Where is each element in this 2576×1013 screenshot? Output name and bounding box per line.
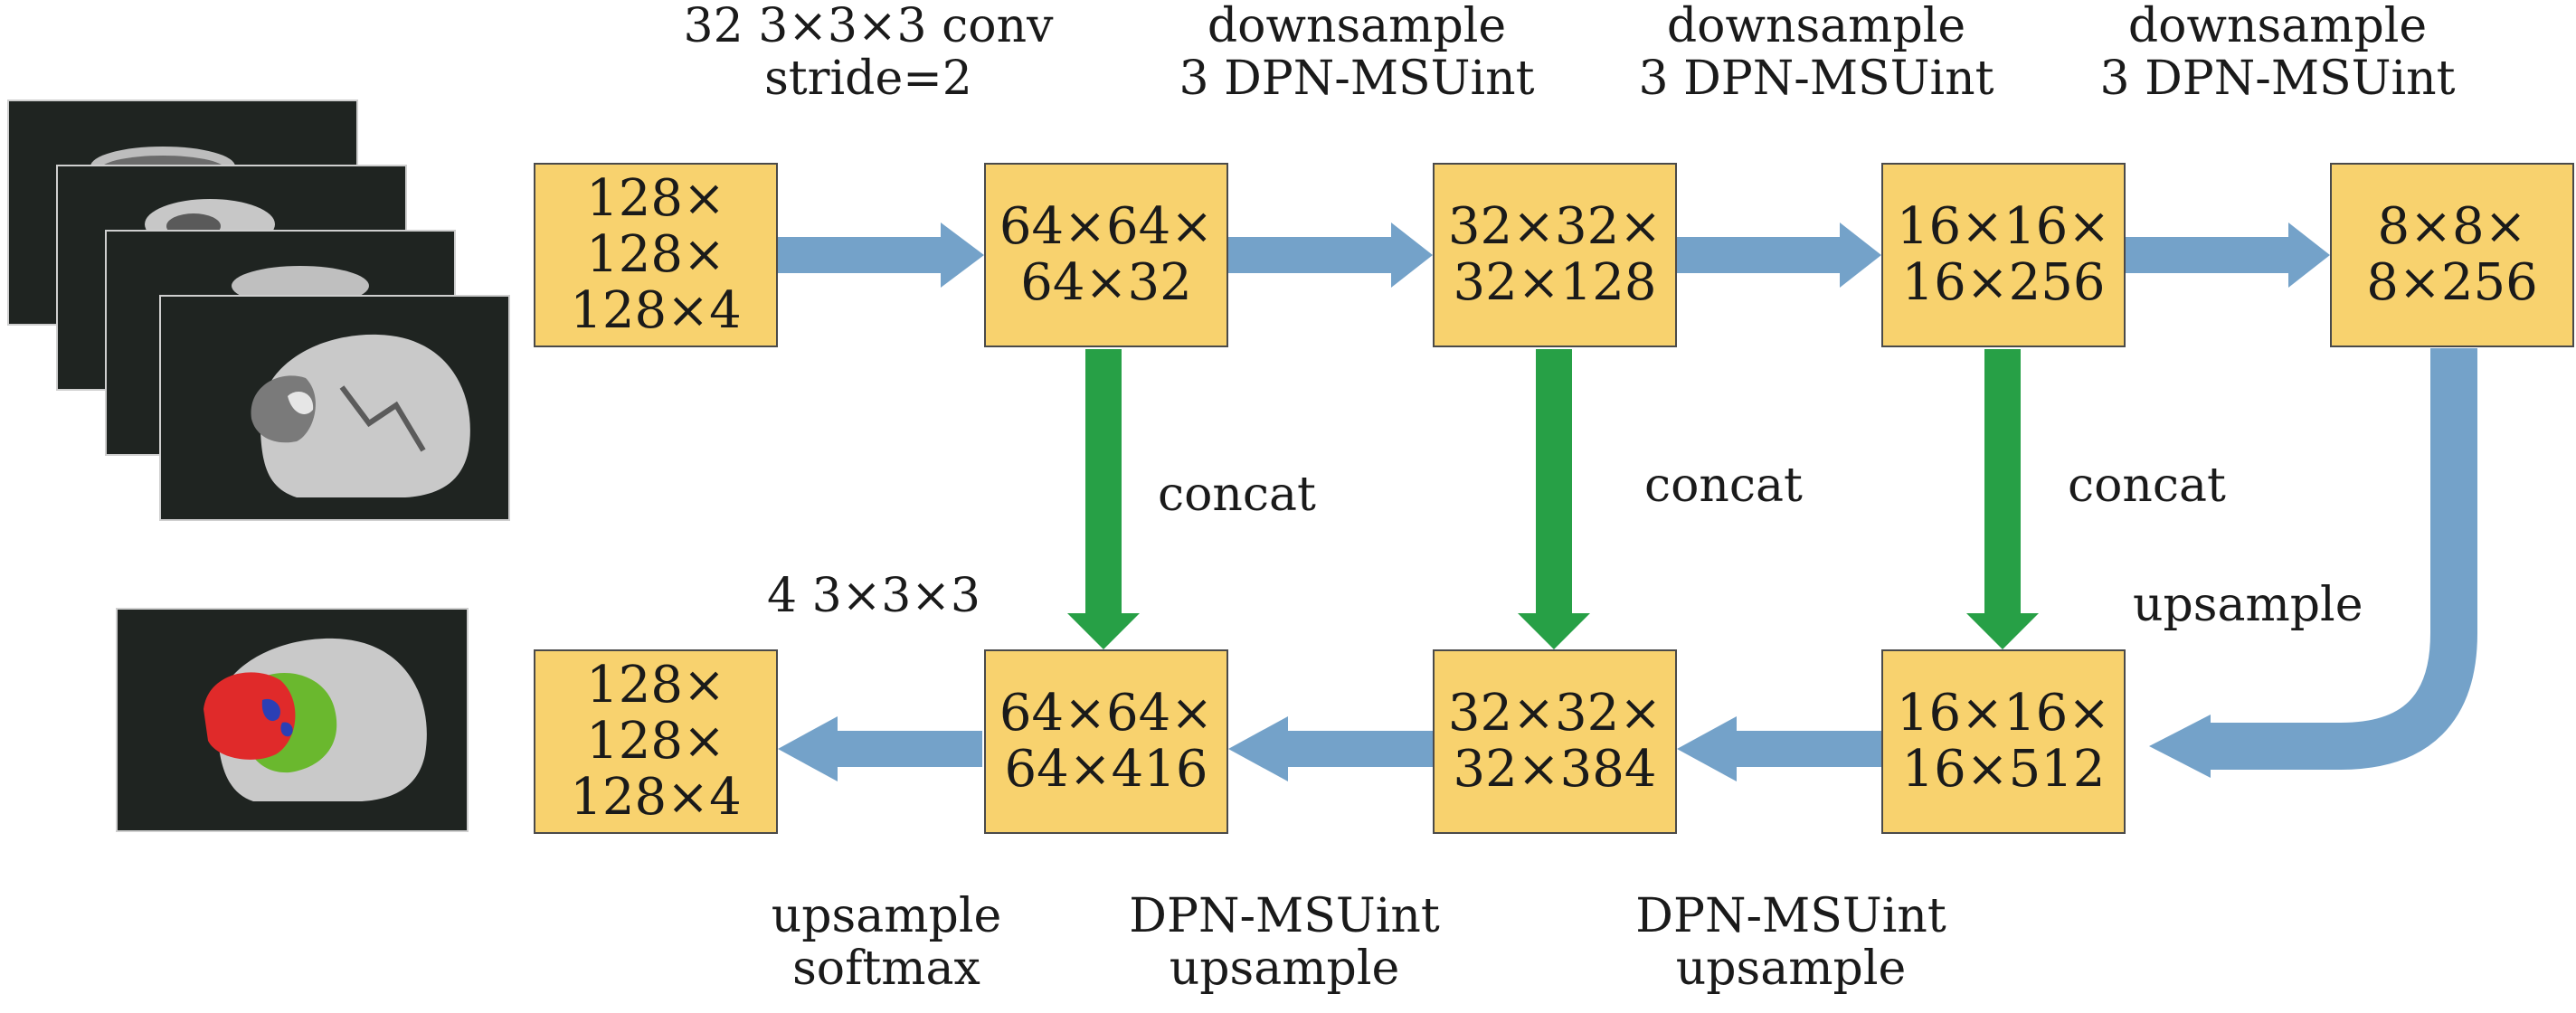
arrow-enc3-to-bottleneck	[2126, 222, 2330, 288]
label-up-softmax-line-1: upsample	[771, 889, 1002, 943]
block-output-line-1: 128×	[586, 656, 725, 715]
block-dec1-line-2: 64×416	[1004, 740, 1208, 799]
label-concat-3: concat	[2068, 459, 2226, 513]
block-enc2-line-2: 32×128	[1453, 253, 1657, 312]
block-decoder-1: 64×64× 64×416	[984, 649, 1228, 834]
label-down1-line-2: 3 DPN-MSUint	[1179, 52, 1535, 106]
arrow-dec3-to-dec2	[1677, 716, 1881, 781]
block-output-line-3: 128×4	[570, 768, 742, 827]
block-input-line-2: 128×	[586, 225, 725, 284]
label-dpn-up1-line-2: upsample	[1169, 942, 1400, 996]
label-upsample-bottleneck: upsample	[2133, 578, 2363, 632]
block-dec1-line-1: 64×64×	[999, 684, 1214, 743]
arrow-dec1-to-output	[778, 716, 982, 781]
block-dec3-line-1: 16×16×	[1896, 684, 2111, 743]
label-concat-1: concat	[1158, 468, 1316, 522]
label-conv-out: 4 3×3×3	[767, 569, 981, 623]
block-enc3-line-2: 16×256	[1901, 253, 2106, 312]
block-enc1-line-1: 64×64×	[999, 197, 1214, 256]
label-up-softmax-line-2: softmax	[792, 942, 980, 996]
label-downsample-2: downsample 3 DPN-MSUint	[1545, 0, 2088, 105]
block-input-128x128x128x4: 128× 128× 128×4	[534, 163, 778, 347]
label-down3-line-1: downsample	[2127, 0, 2428, 53]
block-bottleneck-line-1: 8×8×	[2377, 197, 2527, 256]
arrow-enc1-to-enc2	[1228, 222, 1433, 288]
block-dec2-line-1: 32×32×	[1447, 684, 1662, 743]
arrow-bottleneck-to-dec3	[2149, 348, 2477, 778]
label-down2-line-2: 3 DPN-MSUint	[1638, 52, 1994, 106]
label-concat-2: concat	[1644, 459, 1803, 513]
block-encoder-2: 32×32× 32×128	[1433, 163, 1677, 347]
label-dpn-upsample-1: DPN-MSUint upsample	[1085, 890, 1483, 995]
label-dpn-up2-line-1: DPN-MSUint	[1635, 889, 1946, 943]
block-decoder-2: 32×32× 32×384	[1433, 649, 1677, 834]
arrow-skip-1	[1067, 349, 1140, 649]
block-dec3-line-2: 16×512	[1901, 740, 2106, 799]
segmentation-output-image	[116, 608, 469, 832]
block-dec2-line-2: 32×384	[1453, 740, 1657, 799]
label-dpn-up1-line-1: DPN-MSUint	[1129, 889, 1440, 943]
arrow-enc2-to-enc3	[1677, 222, 1881, 288]
block-enc1-line-2: 64×32	[1020, 253, 1192, 312]
label-down2-line-1: downsample	[1666, 0, 1966, 53]
arrow-skip-3	[1966, 349, 2039, 649]
label-downsample-1: downsample 3 DPN-MSUint	[1085, 0, 1628, 105]
arrow-dec2-to-dec1	[1228, 716, 1433, 781]
block-bottleneck: 8×8× 8×256	[2330, 163, 2574, 347]
block-output-128x128x128x4: 128× 128× 128×4	[534, 649, 778, 834]
arrow-input-to-enc1	[778, 222, 984, 288]
label-upsample-softmax: upsample softmax	[687, 890, 1085, 995]
block-encoder-3: 16×16× 16×256	[1881, 163, 2126, 347]
label-down3-line-2: 3 DPN-MSUint	[2099, 52, 2456, 106]
arrow-skip-2	[1518, 349, 1590, 649]
label-downsample-3: downsample 3 DPN-MSUint	[2006, 0, 2549, 105]
label-conv-in-line-1: 32 3×3×3 conv	[683, 0, 1054, 53]
block-bottleneck-line-2: 8×256	[2366, 253, 2538, 312]
block-decoder-3: 16×16× 16×512	[1881, 649, 2126, 834]
label-conv-in-line-2: stride=2	[764, 52, 972, 106]
block-enc2-line-1: 32×32×	[1447, 197, 1662, 256]
block-enc3-line-1: 16×16×	[1896, 197, 2111, 256]
block-input-line-3: 128×4	[570, 281, 742, 340]
label-conv-in: 32 3×3×3 conv stride=2	[597, 0, 1140, 105]
block-input-line-1: 128×	[586, 169, 725, 228]
label-dpn-upsample-2: DPN-MSUint upsample	[1592, 890, 1990, 995]
block-output-line-2: 128×	[586, 712, 725, 771]
block-encoder-1: 64×64× 64×32	[984, 163, 1228, 347]
label-dpn-up2-line-2: upsample	[1675, 942, 1907, 996]
mri-slice-4	[159, 295, 510, 521]
label-down1-line-1: downsample	[1207, 0, 1507, 53]
